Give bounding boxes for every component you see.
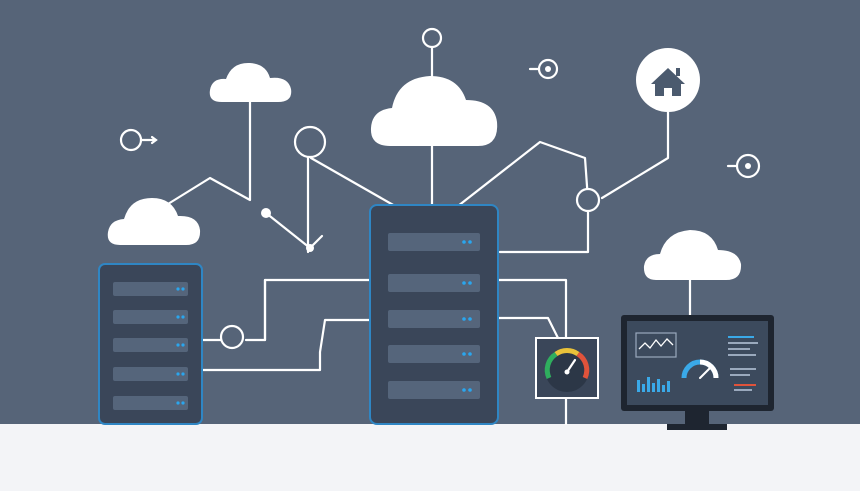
node-dot (545, 66, 551, 72)
server-rack-icon (98, 263, 203, 425)
node-icon (293, 125, 327, 159)
node-icon (421, 27, 443, 49)
screen-line-chart (635, 332, 677, 358)
link-cloud-left-up (166, 96, 252, 206)
node-dot (745, 163, 751, 169)
link-server-gauge-2 (496, 316, 560, 340)
link-left-server-2 (200, 318, 372, 372)
server-slots (113, 282, 188, 410)
server-leds (176, 287, 185, 405)
cloud-icon (209, 62, 292, 102)
link-node-server (309, 156, 397, 208)
server-leds (462, 240, 472, 392)
link-server-gauge (496, 278, 568, 340)
home-icon (651, 68, 685, 96)
cloud-right (643, 230, 742, 280)
server-rack-icon (369, 204, 499, 425)
node-icon (219, 324, 245, 350)
screen-gauge (681, 359, 719, 379)
cloud-center (370, 76, 498, 146)
cloud-icon (370, 76, 498, 146)
floor (0, 424, 860, 491)
node-dot (306, 244, 314, 252)
satellite-nodes (119, 58, 761, 179)
cloud-left (107, 198, 201, 245)
nodes (219, 27, 601, 350)
server-slots (388, 233, 480, 399)
link-right-node-down (498, 210, 590, 254)
cloud-icon (643, 230, 742, 280)
screen-text-lines (728, 336, 758, 391)
screen-bar-chart (637, 377, 670, 392)
monitor-icon (621, 315, 774, 430)
node-icon (575, 187, 601, 213)
node-dot (261, 208, 271, 218)
monitor-base (667, 424, 727, 430)
cloud-top-left (209, 62, 292, 102)
endpoint-dots (261, 66, 751, 252)
monitor-stand (685, 411, 709, 426)
gauge-icon (535, 337, 599, 399)
link-server-to-right-node (456, 140, 590, 208)
link-right-node-home (600, 110, 670, 200)
home-node (636, 48, 700, 112)
cloud-icon (107, 198, 201, 245)
